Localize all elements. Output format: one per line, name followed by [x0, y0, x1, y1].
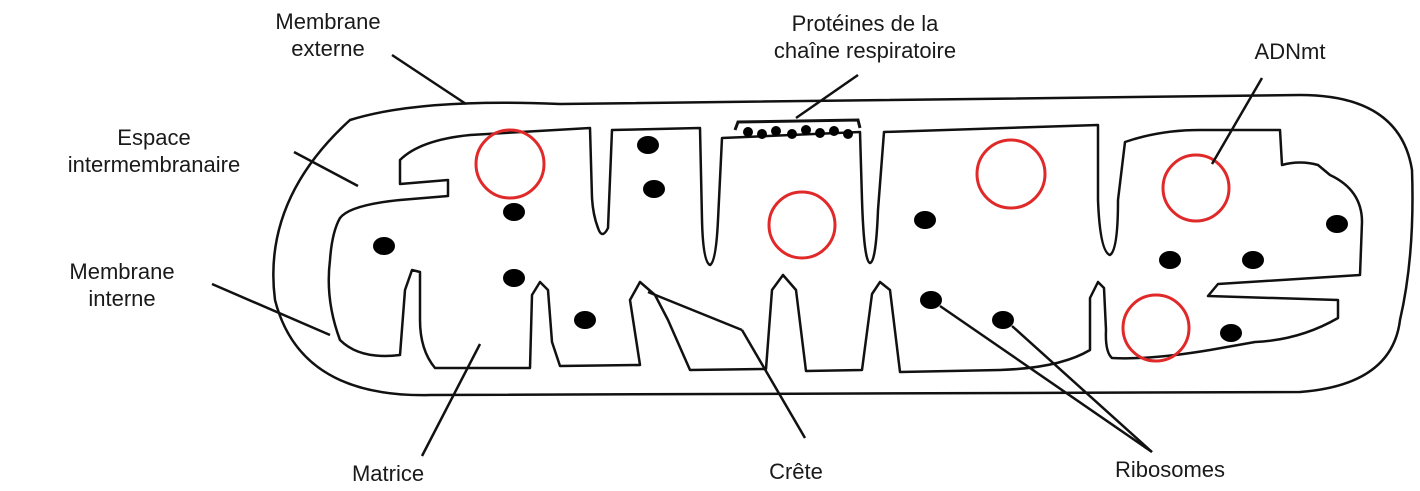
ribosome [1326, 215, 1348, 233]
label-adnmt: ADNmt [1220, 38, 1360, 65]
leader-proteines [796, 75, 858, 118]
leader-ribosomes-2 [1012, 326, 1152, 452]
label-crete: Crête [726, 458, 866, 485]
leader-ribosomes-1 [940, 306, 1152, 452]
leader-crete-1 [742, 330, 805, 438]
respiratory-chain-proteins-bracket [735, 120, 860, 130]
label-proteines-chaine-respiratoire: Protéines de la chaîne respiratoire [700, 10, 1030, 64]
ribosome [637, 136, 659, 154]
ribosome [1159, 251, 1181, 269]
mtdna-circle [977, 140, 1045, 208]
leader-membrane-externe [392, 55, 466, 104]
mtdna-circle [476, 130, 544, 198]
ribosome [503, 203, 525, 221]
leader-adnmt [1212, 78, 1262, 164]
label-ribosomes: Ribosomes [1060, 456, 1280, 483]
label-espace-intermembranaire: Espace intermembranaire [4, 124, 304, 178]
label-membrane-interne: Membrane interne [22, 258, 222, 312]
mtdna-circle [769, 192, 835, 258]
leader-membrane-interne [212, 284, 330, 335]
ribosome [373, 237, 395, 255]
mtdna-circle [1123, 295, 1189, 361]
mtdna-circle [1163, 155, 1229, 221]
inner-membrane [329, 125, 1362, 372]
ribosome [1242, 251, 1264, 269]
label-matrice: Matrice [318, 460, 458, 487]
ribosome [992, 311, 1014, 329]
ribosome [503, 269, 525, 287]
ribosome [1220, 324, 1242, 342]
respiratory-chain-proteins [743, 125, 853, 139]
ribosome [920, 291, 942, 309]
ribosome [574, 311, 596, 329]
label-membrane-externe: Membrane externe [228, 8, 428, 62]
ribosome [643, 180, 665, 198]
ribosome [914, 211, 936, 229]
